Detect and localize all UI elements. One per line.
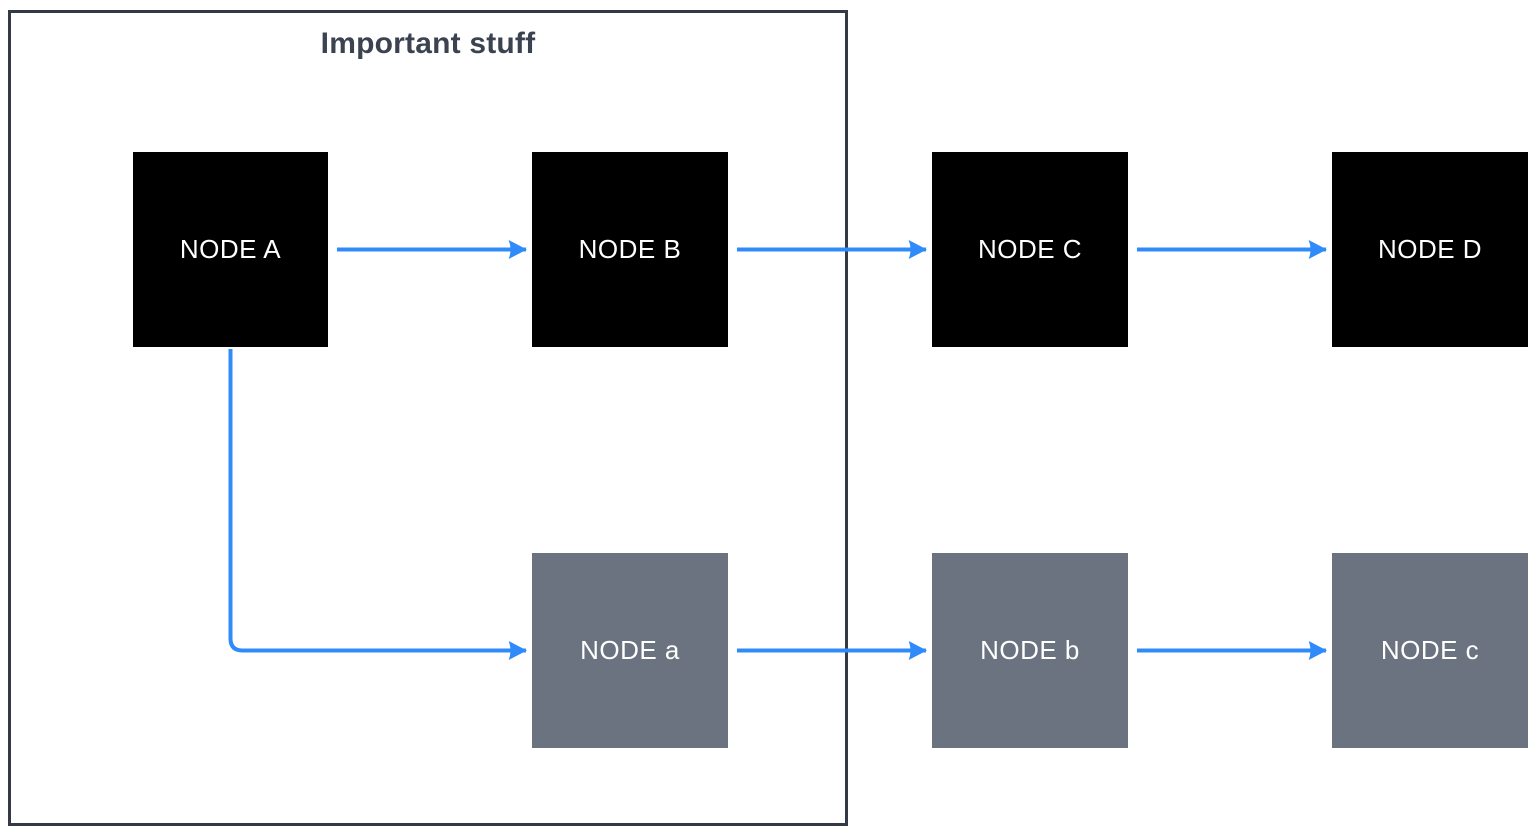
group-important-stuff[interactable]: Important stuff — [8, 10, 848, 826]
node-A[interactable]: NODE A — [133, 152, 328, 347]
edge-A-to-a[interactable] — [228, 349, 527, 661]
node-label-b: NODE b — [980, 635, 1080, 665]
node-label-c: NODE c — [1380, 635, 1480, 665]
node-C[interactable]: NODE C — [932, 152, 1128, 347]
node-b[interactable]: NODE b — [932, 553, 1128, 748]
node-label-C: NODE C — [977, 234, 1083, 264]
node-label-D: NODE D — [1377, 234, 1483, 264]
node-label-A: NODE A — [179, 234, 282, 264]
node-c[interactable]: NODE c — [1332, 553, 1528, 748]
node-label-a: NODE a — [580, 635, 680, 665]
node-B[interactable]: NODE B — [532, 152, 728, 347]
group-title: Important stuff — [320, 27, 536, 60]
node-D[interactable]: NODE D — [1332, 152, 1528, 347]
node-a[interactable]: NODE a — [532, 553, 728, 748]
node-label-B: NODE B — [578, 234, 682, 264]
